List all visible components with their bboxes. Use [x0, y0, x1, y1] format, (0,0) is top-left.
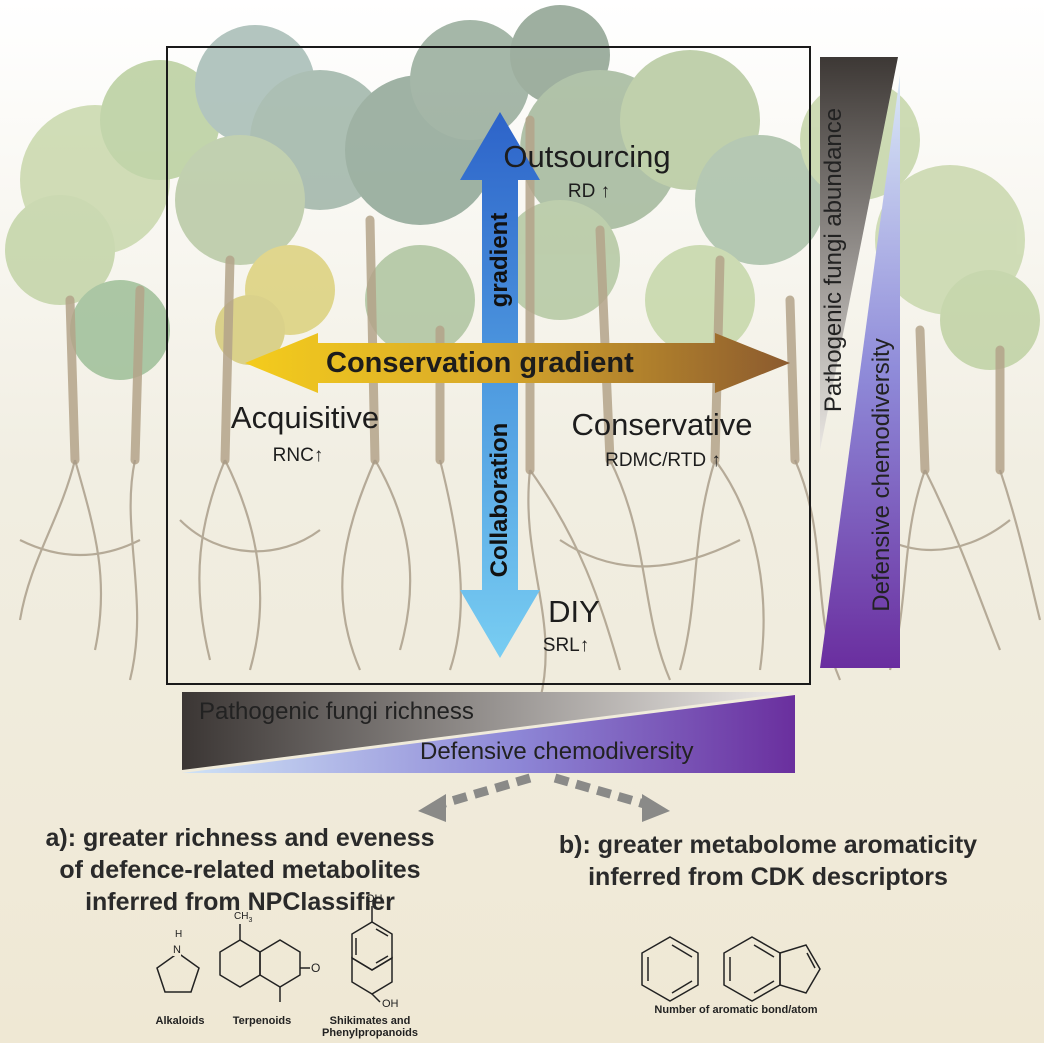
- ch3-label: CH3: [234, 911, 253, 925]
- nh-nitrogen-label: N: [173, 944, 181, 956]
- ch3-label-text: CH: [234, 911, 249, 922]
- pathogenic-fungi-richness-label: Pathogenic fungi richness: [199, 698, 474, 725]
- caption-b-line-1: b): greater metabolome aromaticity: [558, 831, 978, 859]
- diy-label: DIY: [548, 594, 600, 629]
- chemical-structures: [156, 906, 821, 1003]
- caption-b: b): greater metabolome aromaticity infer…: [559, 829, 977, 893]
- pathogenic-fungi-abundance-label: Pathogenic fungi abundance: [820, 107, 847, 413]
- caption-b-line-2: inferred from CDK descriptors: [588, 863, 948, 891]
- conservative-label: Conservative: [571, 407, 753, 442]
- conservation-gradient-arrow: [245, 333, 790, 393]
- terpenoid-structure: [219, 924, 310, 1002]
- right-arrowhead: [642, 794, 670, 822]
- terpenoids-label: Terpenoids: [232, 1015, 292, 1027]
- caption-a-line-2: of defence-related metabolites: [59, 856, 421, 884]
- rdmc-rtd-trait-label: RDMC/RTD ↑: [605, 450, 721, 471]
- nh-hydrogen-label: H: [175, 929, 183, 940]
- collaboration-label: Collaboration: [486, 422, 513, 578]
- quadrant-frame: [166, 46, 811, 685]
- caption-a-line-1: a): greater richness and eveness: [45, 824, 435, 852]
- oh-top-label: OH: [366, 893, 383, 905]
- shikimate-structure: [351, 906, 393, 1003]
- conservation-gradient-label: Conservation gradient: [326, 347, 634, 379]
- aromatic-bond-label: Number of aromatic bond/atom: [654, 1004, 818, 1016]
- defensive-chemodiversity-wedge-right: [820, 75, 900, 668]
- defensive-chemodiversity-bottom-label: Defensive chemodiversity: [420, 738, 694, 765]
- ch3-subscript: 3: [248, 917, 253, 924]
- shikimates-label: Shikimates and Phenylpropanoids: [322, 1015, 418, 1039]
- benzene-structure: [641, 936, 699, 1002]
- gradient-label: gradient: [486, 212, 513, 308]
- shikimates-line-1: Shikimates and: [329, 1015, 411, 1027]
- caption-a-line-3: inferred from NPClassifier: [85, 888, 395, 916]
- oh-bottom-label: OH: [382, 998, 399, 1010]
- root-system-illustration: [18, 459, 1042, 701]
- collaboration-gradient-arrow: [460, 112, 540, 658]
- shikimates-line-2: Phenylpropanoids: [322, 1026, 418, 1039]
- alkaloids-label: Alkaloids: [155, 1015, 205, 1027]
- caption-a: a): greater richness and eveness of defe…: [45, 822, 434, 918]
- acquisitive-label: Acquisitive: [230, 400, 380, 435]
- branch-arrows: [436, 773, 650, 810]
- defensive-chemodiversity-wedge-bottom: [182, 695, 795, 773]
- terpenoid-oxygen-label: O: [311, 961, 321, 975]
- defensive-chemodiversity-right-label: Defensive chemodiversity: [868, 338, 895, 612]
- pathogenic-fungi-abundance-wedge: [820, 57, 898, 450]
- rnc-trait-label: RNC↑: [272, 445, 324, 466]
- srl-trait-label: SRL↑: [542, 635, 590, 656]
- pathogenic-fungi-richness-wedge: [182, 692, 795, 770]
- pyrrolidine-ring: [156, 952, 200, 993]
- outsourcing-label: Outsourcing: [503, 139, 671, 174]
- indene-structure: [723, 936, 821, 1002]
- rd-trait-label: RD ↑: [567, 181, 611, 202]
- left-arrowhead: [418, 794, 446, 822]
